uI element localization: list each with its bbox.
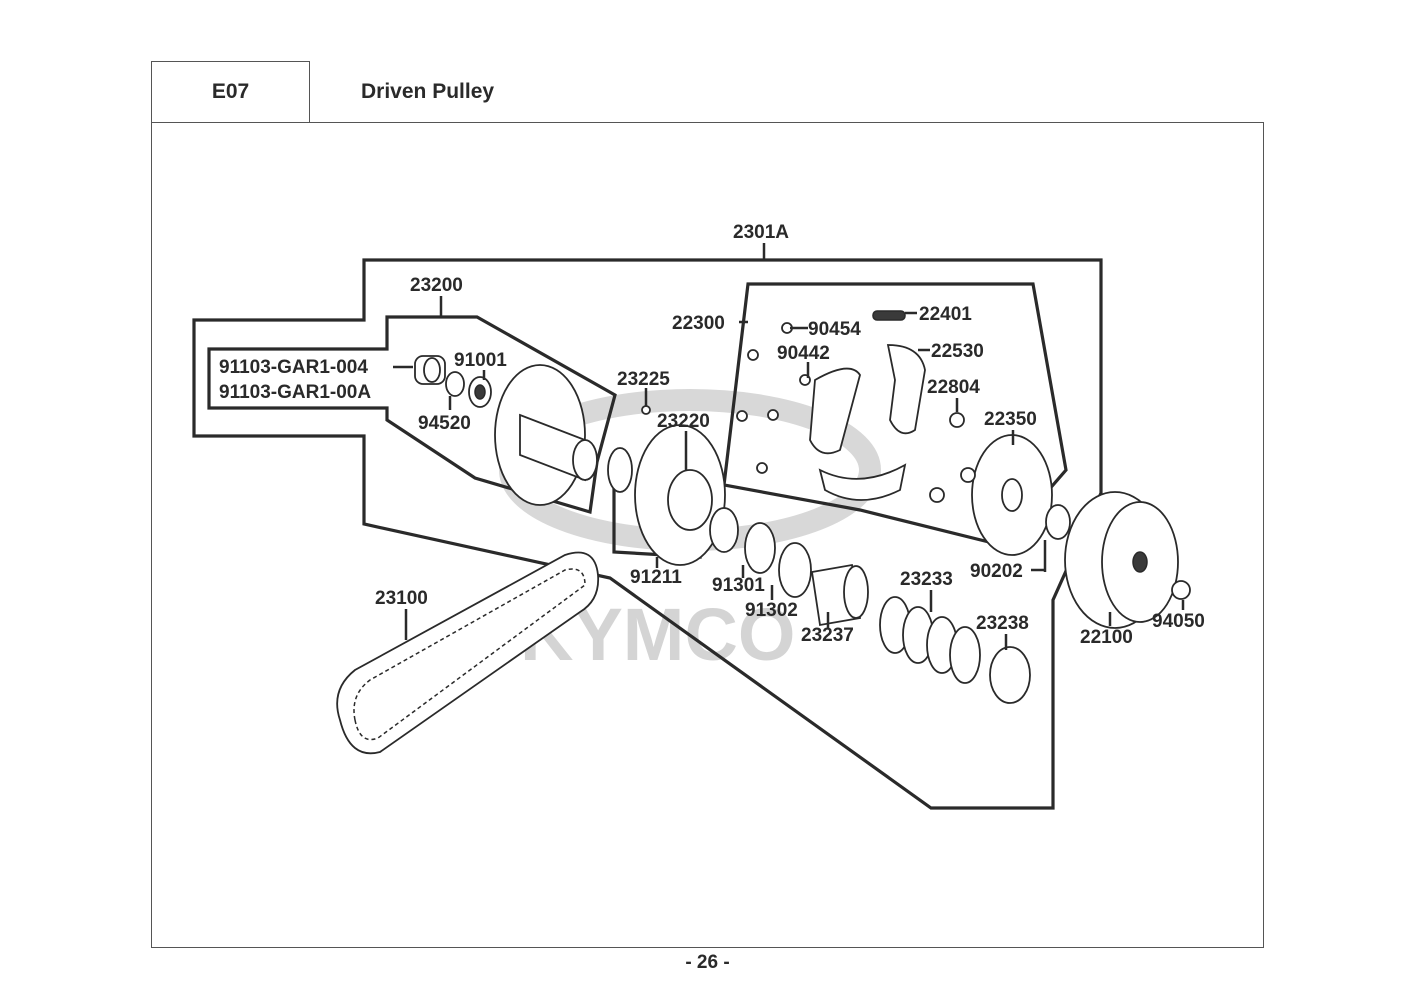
clutch-shoes bbox=[809, 344, 926, 501]
nut-94050 bbox=[1171, 580, 1191, 600]
label-23225: 23225 bbox=[617, 369, 670, 390]
label-90454: 90454 bbox=[808, 319, 861, 340]
label-23238: 23238 bbox=[976, 613, 1029, 634]
spring-22401 bbox=[872, 310, 906, 321]
oil-seal-ring bbox=[607, 447, 633, 493]
label-94520: 94520 bbox=[418, 413, 471, 434]
label-23233: 23233 bbox=[900, 569, 953, 590]
spring-23233 bbox=[879, 596, 981, 684]
page-title: Driven Pulley bbox=[309, 61, 1264, 122]
label-23220: 23220 bbox=[657, 411, 710, 432]
label-91103-GAR1-004: 91103-GAR1-004 bbox=[219, 357, 368, 378]
label-23100: 23100 bbox=[375, 588, 428, 609]
nut-90202 bbox=[1045, 504, 1071, 540]
label-23237: 23237 bbox=[801, 625, 854, 646]
label-91302: 91302 bbox=[745, 600, 798, 621]
label-90442: 90442 bbox=[777, 343, 830, 364]
bracket-2301A bbox=[192, 243, 1103, 810]
spring-seat-23238 bbox=[989, 646, 1031, 704]
label-22100: 22100 bbox=[1080, 627, 1133, 648]
pin-23225 bbox=[641, 405, 651, 415]
label-23200: 23200 bbox=[410, 275, 463, 296]
bracket-23200 bbox=[207, 296, 617, 515]
clutch-plate-22350 bbox=[971, 434, 1053, 556]
collar-23237 bbox=[810, 563, 869, 627]
washers bbox=[736, 322, 976, 503]
label-90202: 90202 bbox=[970, 561, 1023, 582]
label-22350: 22350 bbox=[984, 409, 1037, 430]
clutch-outer-22100 bbox=[1064, 491, 1179, 629]
label-22804: 22804 bbox=[927, 377, 980, 398]
label-22300: 22300 bbox=[672, 313, 725, 334]
leader-lines bbox=[393, 311, 1185, 650]
section-code: E07 bbox=[151, 61, 309, 122]
circlip-94520 bbox=[445, 371, 465, 397]
label-22401: 22401 bbox=[919, 304, 972, 325]
needle-bearing bbox=[414, 355, 446, 385]
drive-belt-23100 bbox=[336, 551, 600, 755]
label-2301A: 2301A bbox=[733, 222, 789, 243]
diagram-frame bbox=[151, 122, 1264, 948]
label-91211: 91211 bbox=[630, 567, 682, 588]
label-94050: 94050 bbox=[1152, 611, 1205, 632]
page-number: - 26 - bbox=[685, 952, 730, 973]
label-91001: 91001 bbox=[454, 350, 507, 371]
ball-bearing-91001 bbox=[468, 376, 492, 408]
movable-driven-face bbox=[634, 424, 726, 566]
label-22530: 22530 bbox=[931, 341, 984, 362]
label-91301: 91301 bbox=[712, 575, 765, 596]
label-91103-GAR1-00A: 91103-GAR1-00A bbox=[219, 382, 371, 403]
driven-face bbox=[494, 364, 598, 506]
o-rings bbox=[709, 507, 812, 598]
